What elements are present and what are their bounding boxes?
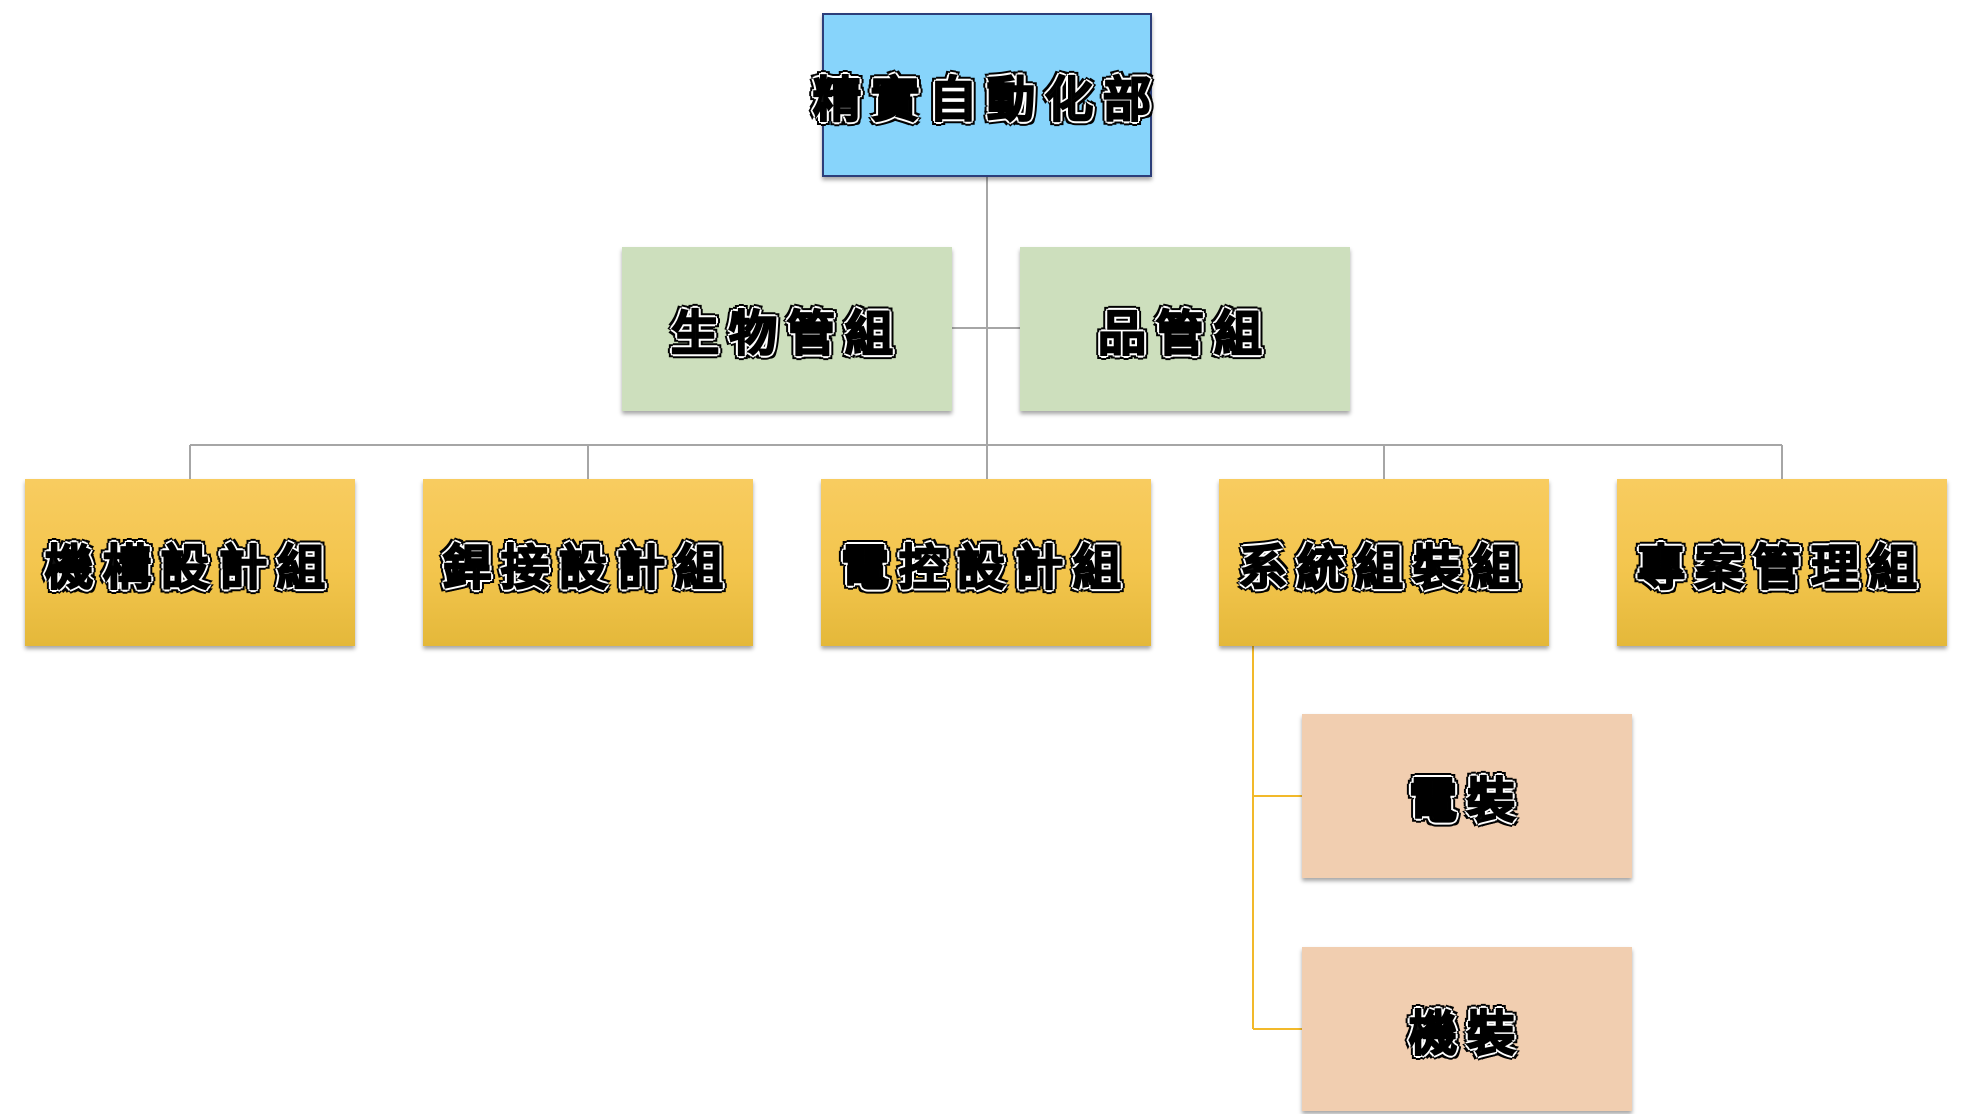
group-node-label: 系統組裝組 (1238, 539, 1529, 597)
sub-node-label: 機裝 (1408, 1005, 1525, 1063)
group-node-system-assembly[interactable]: 系統組裝組 (1219, 479, 1549, 646)
root-node-label: 精實自動化部 (812, 71, 1162, 129)
sub-node-label: 電裝 (1408, 772, 1525, 830)
group-node-label: 專案管理組 (1636, 539, 1927, 597)
group-node-welding-design[interactable]: 銲接設計組 (423, 479, 753, 646)
group-node-electrical-control-design[interactable]: 電控設計組 (821, 479, 1151, 646)
sub-node-electrical-assembly[interactable]: 電裝 (1302, 714, 1632, 878)
group-node-project-management[interactable]: 專案管理組 (1617, 479, 1947, 646)
support-node-label: 品管組 (1097, 305, 1272, 363)
group-node-label: 電控設計組 (840, 539, 1131, 597)
support-node-biomanagement[interactable]: 生物管組 (622, 247, 952, 411)
root-node[interactable]: 精實自動化部 (812, 13, 1152, 177)
group-node-mechanism-design[interactable]: 機構設計組 (25, 479, 355, 646)
group-node-label: 銲接設計組 (442, 539, 733, 597)
group-node-label: 機構設計組 (44, 539, 335, 597)
sub-node-mechanical-assembly[interactable]: 機裝 (1302, 947, 1632, 1111)
support-node-label: 生物管組 (670, 305, 903, 363)
support-node-quality-control[interactable]: 品管組 (1020, 247, 1350, 411)
